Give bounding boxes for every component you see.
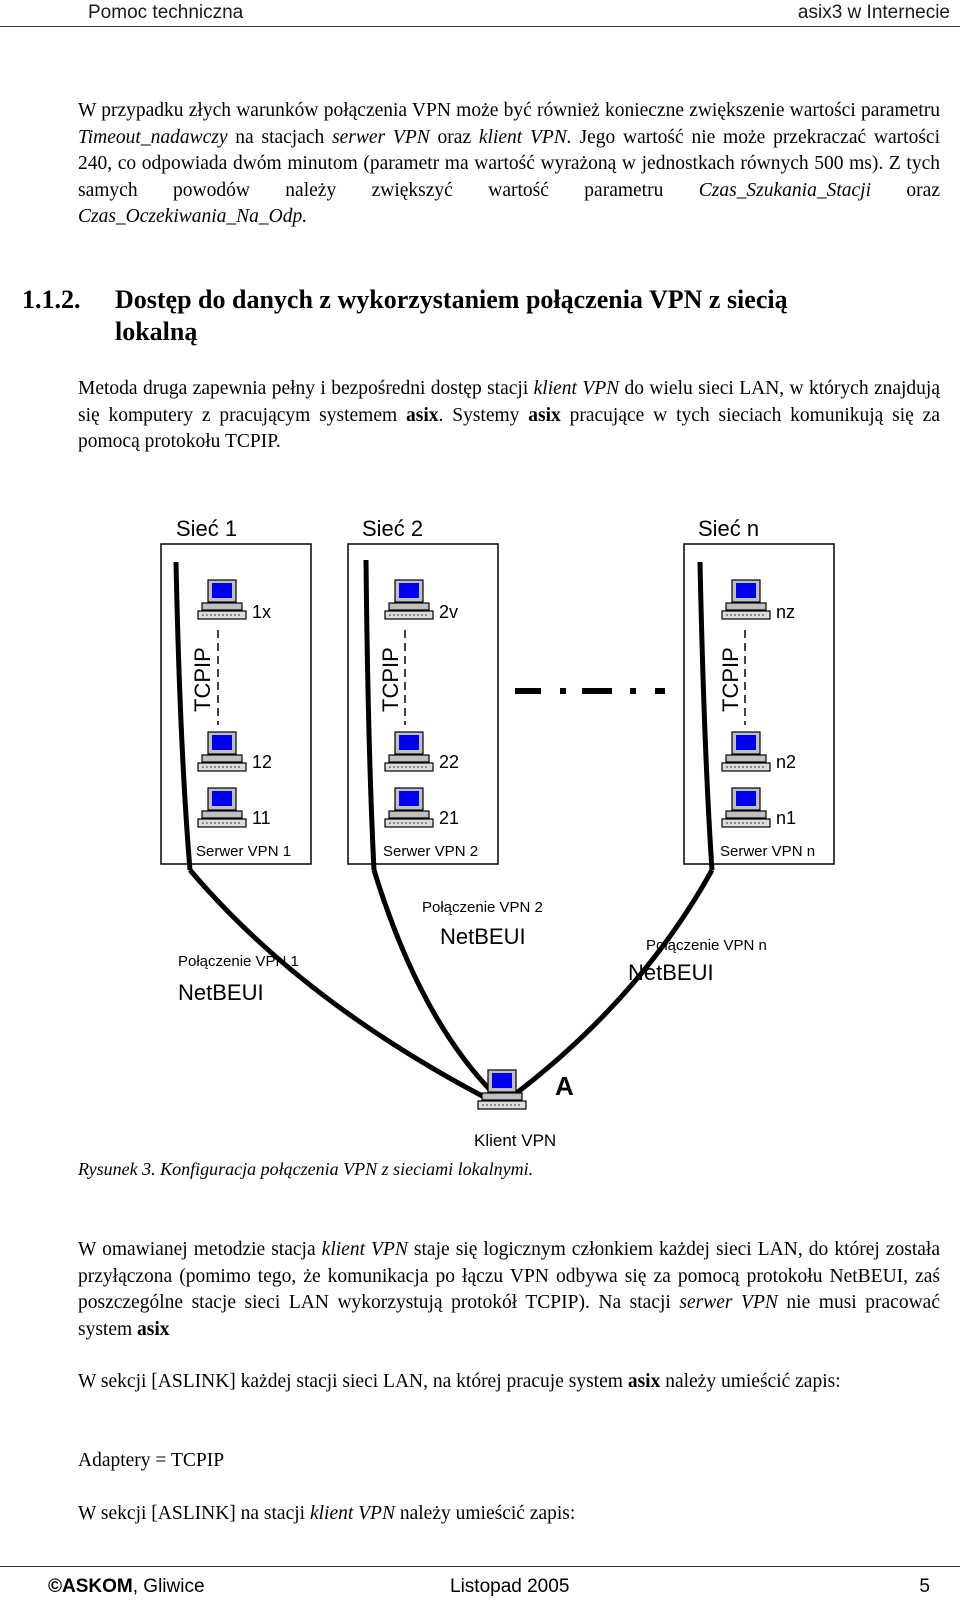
paragraph-method: Metoda druga zapewnia pełny i bezpośredn… bbox=[78, 376, 940, 456]
text: nie musi pracować system bbox=[78, 1292, 940, 1340]
server-label: Serwer VPN n bbox=[720, 843, 815, 860]
param-name: Czas_Szukania_Stacji bbox=[698, 179, 872, 201]
text: Jego wartość nie może przekraczać wartoś… bbox=[78, 126, 940, 201]
city: , Gliwice bbox=[132, 1576, 205, 1597]
station-name: klient VPN bbox=[533, 378, 620, 399]
vpn-line-1 bbox=[188, 868, 488, 1101]
text: W sekcji [ASLINK] każdej stacji sieci LA… bbox=[78, 1371, 628, 1392]
computer-label: n1 bbox=[776, 808, 796, 828]
network-n: Sieć n TCPIP nz n2 n1 Serwer VPN n bbox=[683, 516, 835, 871]
connection-protocol-1: NetBEUI bbox=[178, 980, 264, 1005]
vpn-network-diagram: Sieć 1 TCPIP 1x 12 11 Serwer VPN 1 Sieć … bbox=[160, 516, 835, 1150]
computer-icon bbox=[384, 731, 434, 772]
header-right: asix3 w Internecie bbox=[797, 2, 950, 23]
footer-date: Listopad 2005 bbox=[450, 1576, 570, 1597]
connection-label-2: Połączenie VPN 2 bbox=[422, 899, 543, 916]
tcpip-bus bbox=[363, 559, 377, 871]
page-footer: ©ASKOM, Gliwice Listopad 2005 5 bbox=[0, 1566, 960, 1605]
section-title-line1: Dostęp do danych z wykorzystaniem połącz… bbox=[115, 285, 788, 314]
system-name: asix bbox=[406, 404, 439, 426]
vpn-line-2 bbox=[371, 869, 498, 1098]
station-name: klient VPN bbox=[321, 1239, 408, 1260]
network-box bbox=[160, 543, 312, 865]
text: oraz bbox=[871, 179, 940, 201]
network-box bbox=[683, 543, 835, 865]
computer-icon bbox=[721, 731, 771, 772]
protocol-label: TCPIP bbox=[190, 647, 215, 712]
computer-label: 21 bbox=[439, 808, 459, 828]
system-name: asix bbox=[528, 404, 561, 426]
client-letter: A bbox=[555, 1071, 574, 1101]
text: należy umieścić zapis: bbox=[394, 1503, 576, 1524]
connection-protocol-2: NetBEUI bbox=[440, 924, 526, 949]
vpn-line-n bbox=[508, 868, 715, 1100]
footer-rule bbox=[0, 1566, 960, 1567]
param-name: Timeout_nadawczy bbox=[78, 126, 228, 148]
param-name: Czas_Oczekiwania_Na_Odp. bbox=[78, 206, 308, 227]
network-2: Sieć 2 TCPIP 2v 22 21 Serwer VPN 2 bbox=[347, 516, 499, 871]
footer-company: ©ASKOM, Gliwice bbox=[48, 1576, 205, 1598]
protocol-label: TCPIP bbox=[718, 647, 743, 712]
paragraph-aslink-lan: W sekcji [ASLINK] każdej stacji sieci LA… bbox=[78, 1369, 940, 1396]
section-number: 1.1.2. bbox=[22, 285, 81, 314]
network-1: Sieć 1 TCPIP 1x 12 11 Serwer VPN 1 bbox=[160, 516, 312, 871]
computer-icon bbox=[384, 579, 434, 620]
protocol-label: TCPIP bbox=[378, 647, 403, 712]
header-rule bbox=[0, 26, 960, 27]
text: W przypadku złych warunków połączenia VP… bbox=[78, 100, 940, 121]
server-label: Serwer VPN 1 bbox=[196, 843, 291, 860]
computer-icon bbox=[197, 731, 247, 772]
text: oraz bbox=[429, 126, 479, 148]
computer-icon bbox=[197, 579, 247, 620]
connection-label-1: Połączenie VPN 1 bbox=[178, 953, 299, 970]
text: pracujące w tych sieciach komunikują się… bbox=[78, 404, 940, 453]
text: należy umieścić zapis: bbox=[660, 1371, 841, 1392]
tcpip-bus bbox=[697, 561, 715, 871]
network-label: Sieć 2 bbox=[362, 516, 423, 541]
computer-label: 1x bbox=[252, 602, 271, 622]
text: staje się logicznym członkiem każdej sie… bbox=[78, 1239, 940, 1313]
paragraph-aslink-client: W sekcji [ASLINK] na stacji klient VPN n… bbox=[78, 1501, 940, 1528]
text: W sekcji [ASLINK] na stacji bbox=[78, 1503, 310, 1524]
company-name: ©ASKOM bbox=[48, 1576, 133, 1597]
text: W omawianej metodzie stacja bbox=[78, 1239, 322, 1260]
more-networks-ellipsis bbox=[515, 688, 665, 694]
computer-icon bbox=[197, 787, 247, 828]
computer-icon bbox=[384, 787, 434, 828]
page-header: Pomoc techniczna asix3 w Internecie bbox=[0, 0, 960, 27]
computer-label: 22 bbox=[439, 752, 459, 772]
connection-protocol-n: NetBEUI bbox=[628, 960, 714, 985]
text: do wielu sieci LAN, w których znajdują s… bbox=[78, 378, 940, 426]
network-label: Sieć 1 bbox=[176, 516, 237, 541]
text: . Systemy bbox=[438, 404, 529, 426]
paragraph-client: W omawianej metodzie stacja klient VPN s… bbox=[78, 1237, 940, 1343]
section-title-line2: lokalną bbox=[115, 317, 198, 346]
figure-caption: Rysunek 3. Konfiguracja połączenia VPN z… bbox=[78, 1159, 534, 1179]
tcpip-bus bbox=[173, 561, 193, 871]
network-label: Sieć n bbox=[698, 516, 759, 541]
station-name: serwer VPN bbox=[679, 1292, 778, 1313]
server-label: Serwer VPN 2 bbox=[383, 843, 478, 860]
text: na stacjach bbox=[227, 126, 333, 148]
computer-icon bbox=[721, 787, 771, 828]
config-entry: Adaptery = TCPIP bbox=[78, 1450, 225, 1471]
station-name: klient VPN. bbox=[478, 126, 572, 148]
header-left: Pomoc techniczna bbox=[88, 2, 244, 23]
client-label: Klient VPN bbox=[474, 1131, 556, 1150]
station-name: klient VPN bbox=[309, 1503, 395, 1524]
system-name: asix bbox=[627, 1371, 661, 1392]
computer-label: nz bbox=[776, 602, 795, 622]
page-number: 5 bbox=[919, 1576, 930, 1597]
computer-label: 2v bbox=[439, 602, 458, 622]
computer-icon bbox=[721, 579, 771, 620]
computer-label: n2 bbox=[776, 752, 796, 772]
computer-label: 11 bbox=[252, 808, 271, 828]
computer-label: 12 bbox=[252, 752, 272, 772]
connection-label-n: Połączenie VPN n bbox=[646, 937, 767, 954]
station-name: serwer VPN bbox=[332, 126, 430, 148]
text: Metoda druga zapewnia pełny i bezpośredn… bbox=[78, 378, 534, 399]
network-box bbox=[347, 543, 499, 865]
paragraph-timeout: W przypadku złych warunków połączenia VP… bbox=[78, 98, 940, 231]
system-name: asix bbox=[137, 1318, 170, 1340]
